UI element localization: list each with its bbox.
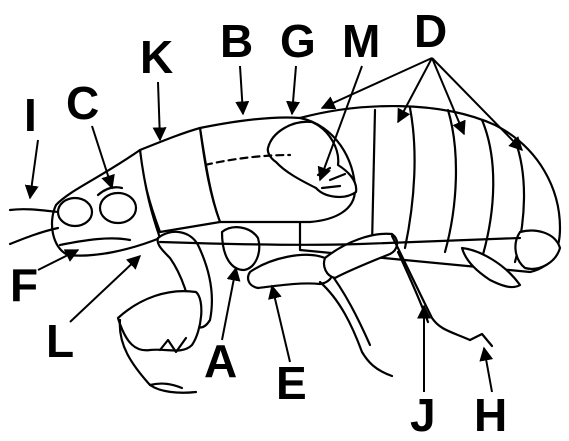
label-a: A	[204, 338, 237, 384]
label-c: C	[66, 80, 99, 126]
thorax	[140, 117, 356, 232]
label-j: J	[410, 392, 436, 438]
label-m: M	[342, 18, 380, 64]
label-d: D	[414, 8, 447, 54]
label-h: H	[474, 392, 507, 438]
label-f: F	[10, 262, 38, 308]
label-k: K	[140, 34, 173, 80]
antennae	[10, 209, 58, 244]
front-leg	[118, 232, 212, 393]
label-i: I	[24, 92, 37, 138]
label-g: G	[280, 18, 316, 64]
label-l: L	[46, 318, 74, 364]
label-b: B	[220, 18, 253, 64]
label-e: E	[276, 360, 307, 406]
